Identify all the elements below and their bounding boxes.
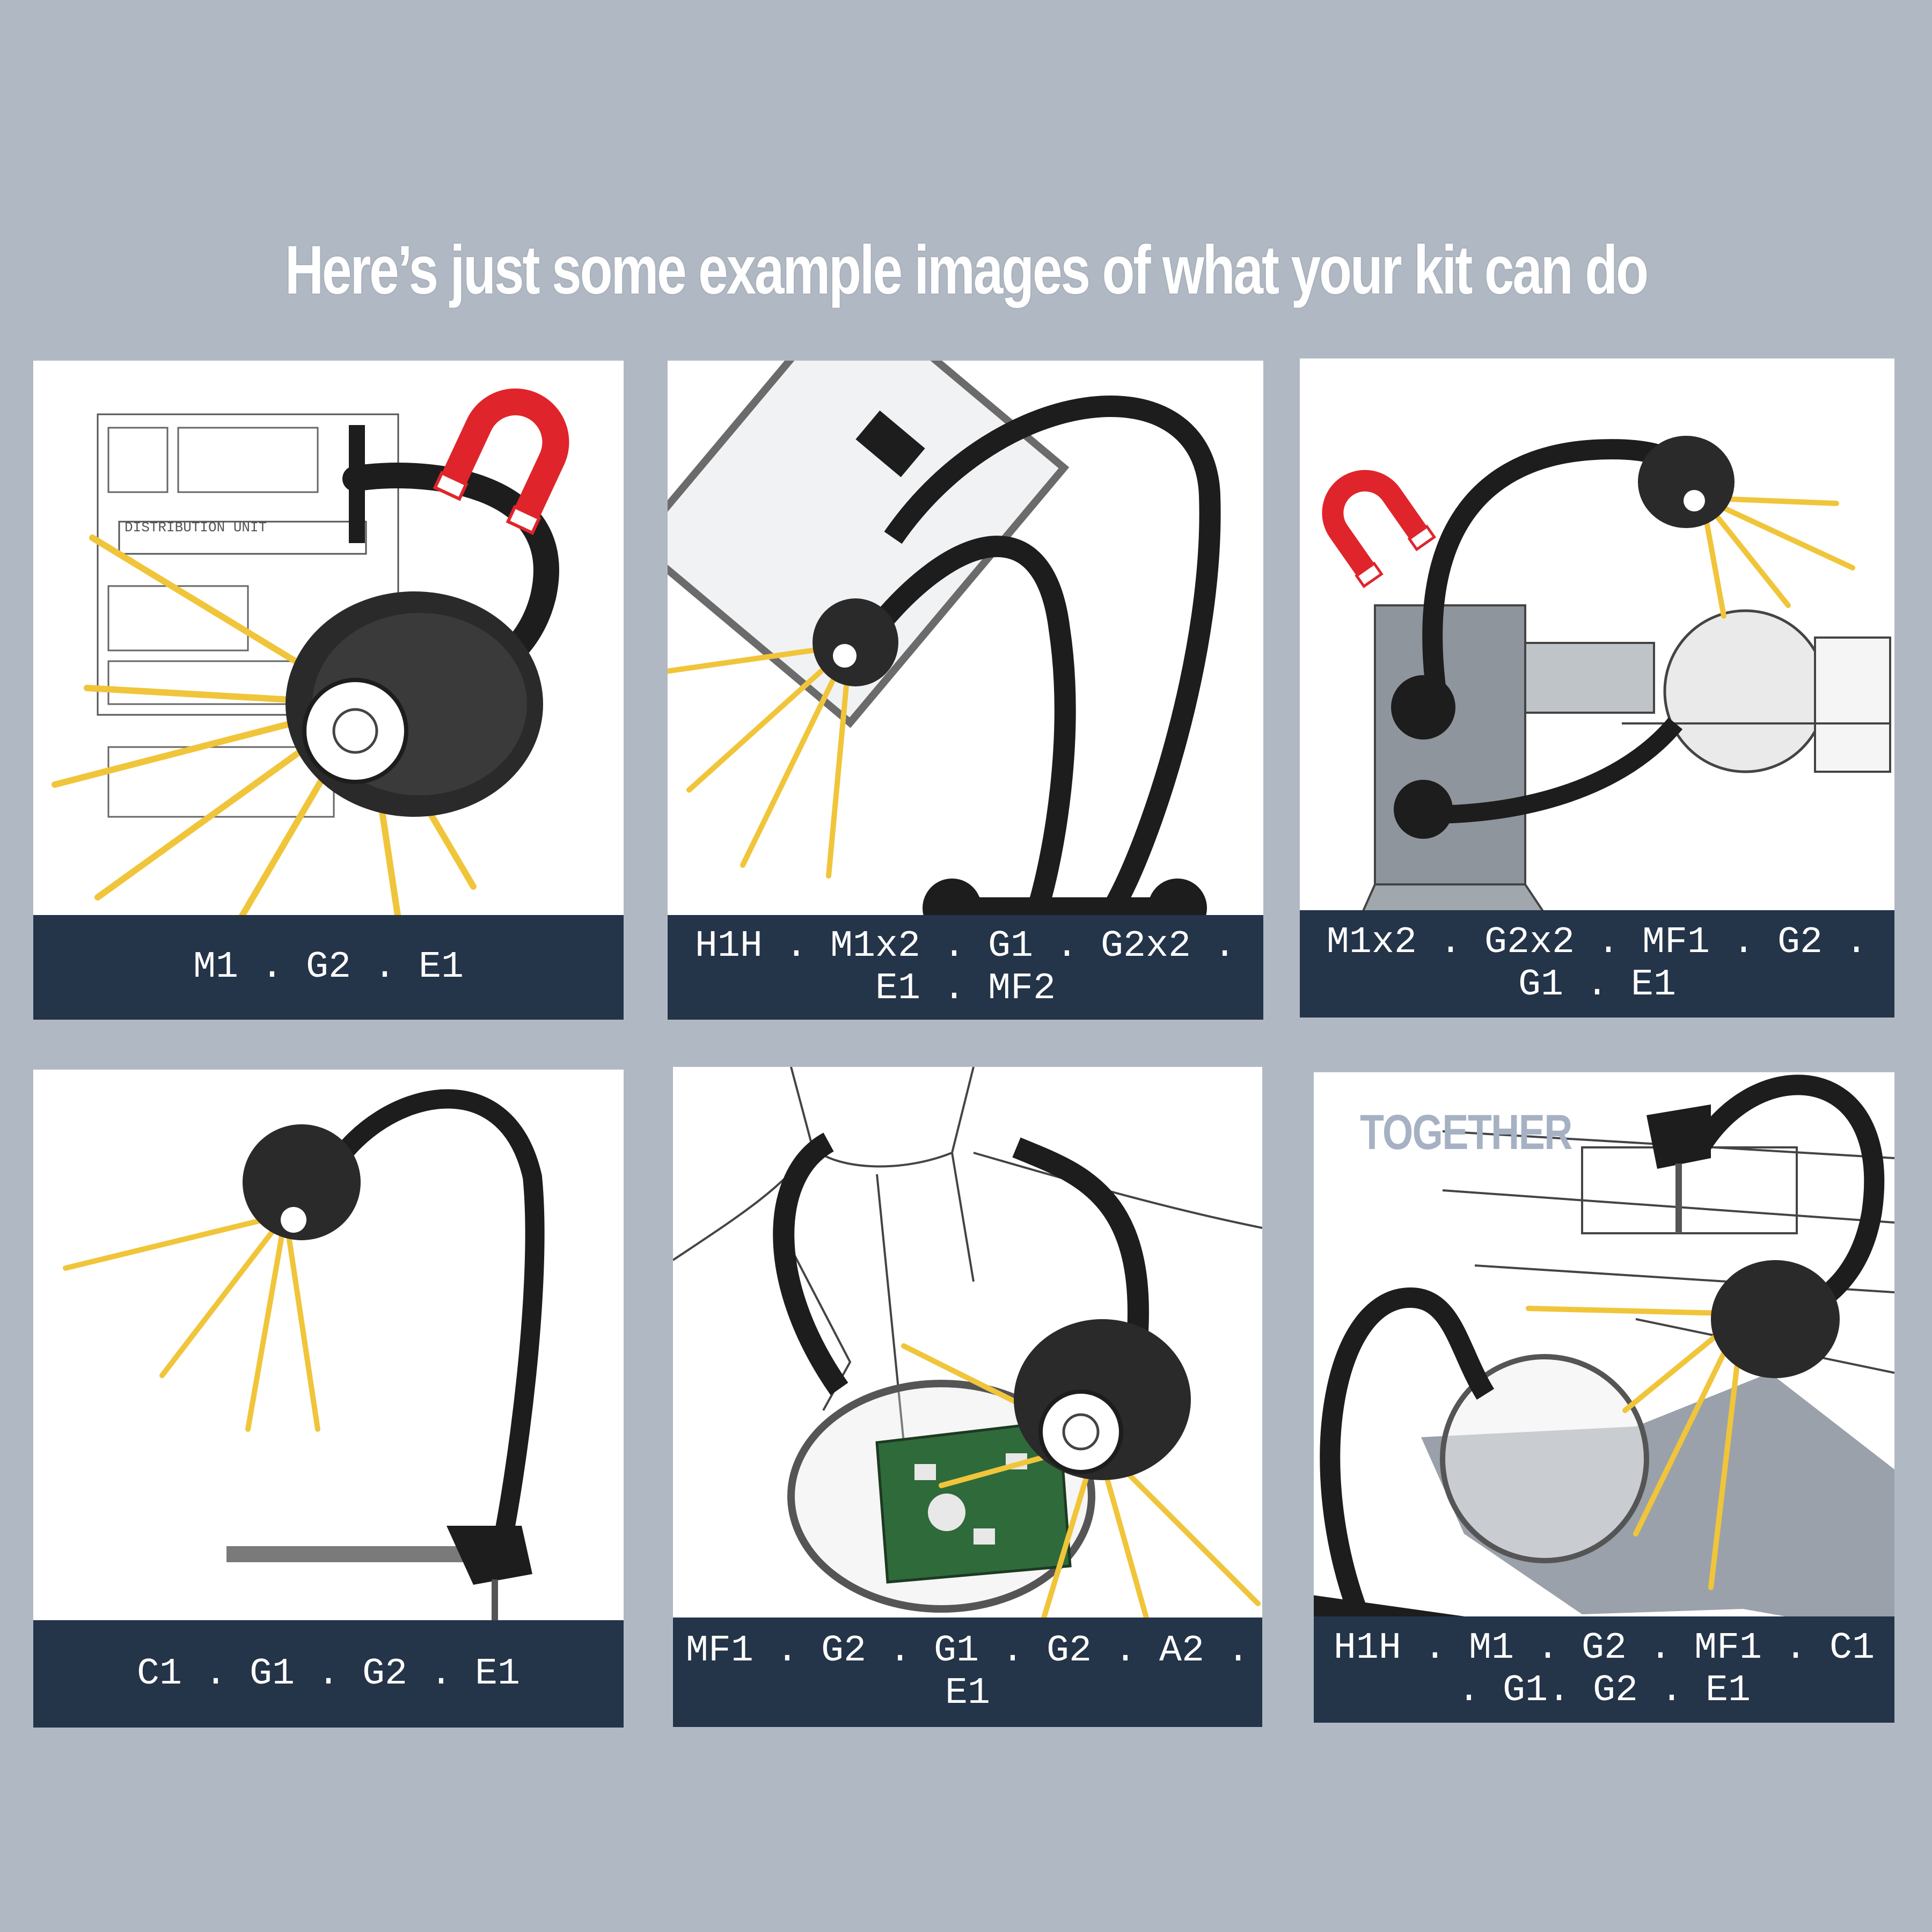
panel-2-caption: H1H . M1x2 . G1 . G2x2 . E1 . MF2 [668, 915, 1263, 1020]
panel-1-caption: M1 . G2 . E1 [33, 915, 624, 1020]
together-tag: TOGETHER [1360, 1105, 1572, 1160]
example-panel-3: M1x2 . G2x2 . MF1 . G2 . G1 . E1 [1300, 358, 1894, 1018]
lamp-icon [1014, 1319, 1191, 1480]
gooseneck-arm-2 [1428, 718, 1683, 824]
gooseneck-arm-2 [863, 536, 1076, 911]
clamp-icon [1646, 1104, 1711, 1233]
lamp-icon [243, 1124, 361, 1240]
example-panel-2: H1H . M1x2 . G1 . G2x2 . E1 . MF2 [668, 361, 1263, 1020]
magnifier-icon [1440, 1354, 1649, 1563]
lamp-icon [813, 598, 898, 686]
panel-5-caption: MF1 . G2 . G1 . G2 . A2 . E1 [673, 1618, 1262, 1727]
magnet-icon [1322, 470, 1437, 589]
page-headline: Here’s just some example images of what … [285, 232, 1649, 309]
magnet-base [1391, 675, 1455, 740]
example-panel-1: DISTRIBUTION UNIT M1 . G2 . E1 [33, 361, 624, 1020]
magnet-base-2 [1394, 780, 1453, 839]
board-label: DISTRIBUTION UNIT [125, 519, 267, 536]
magnifier-clip [855, 410, 925, 478]
gooseneck-arm-1 [884, 396, 1221, 914]
gooseneck-arm-2 [1012, 1137, 1149, 1369]
panel-4-caption: C1 . G1 . G2 . E1 [33, 1620, 624, 1728]
panel-2-illustration [668, 361, 1221, 938]
distribution-board-icon [97, 413, 399, 818]
magnet-base [349, 425, 365, 543]
lamp-icon [286, 591, 543, 817]
example-panel-6: TOGETHER H1H . M1 . G2 . MF1 . C1 . G1. … [1314, 1072, 1894, 1723]
lamp-icon [1711, 1260, 1840, 1378]
panel-1-illustration: DISTRIBUTION UNIT [52, 388, 569, 927]
clamp-icon [226, 1526, 532, 1638]
panel-6-caption: H1H . M1 . G2 . MF1 . C1 . G1. G2 . E1 [1314, 1616, 1894, 1723]
gooseneck-arm-1 [1320, 1287, 1495, 1613]
lamp-icon [1638, 436, 1735, 528]
panel-4-illustration [63, 1089, 545, 1638]
gooseneck-arm [325, 1089, 545, 1555]
magnet-icon [433, 388, 569, 536]
panel-3-caption: M1x2 . G2x2 . MF1 . G2 . G1 . E1 [1300, 910, 1894, 1018]
example-panel-5: MF1 . G2 . G1 . G2 . A2 . E1 [673, 1067, 1262, 1727]
gooseneck-arm-1 [773, 1132, 848, 1395]
light-rays-icon [63, 1212, 320, 1432]
panel-5-illustration [673, 1067, 1262, 1655]
magnifier-icon [668, 361, 1070, 728]
light-rays-icon [1700, 495, 1855, 619]
example-panel-4: C1 . G1 . G2 . E1 [33, 1070, 624, 1728]
panel-6-illustration [1314, 1074, 1894, 1679]
